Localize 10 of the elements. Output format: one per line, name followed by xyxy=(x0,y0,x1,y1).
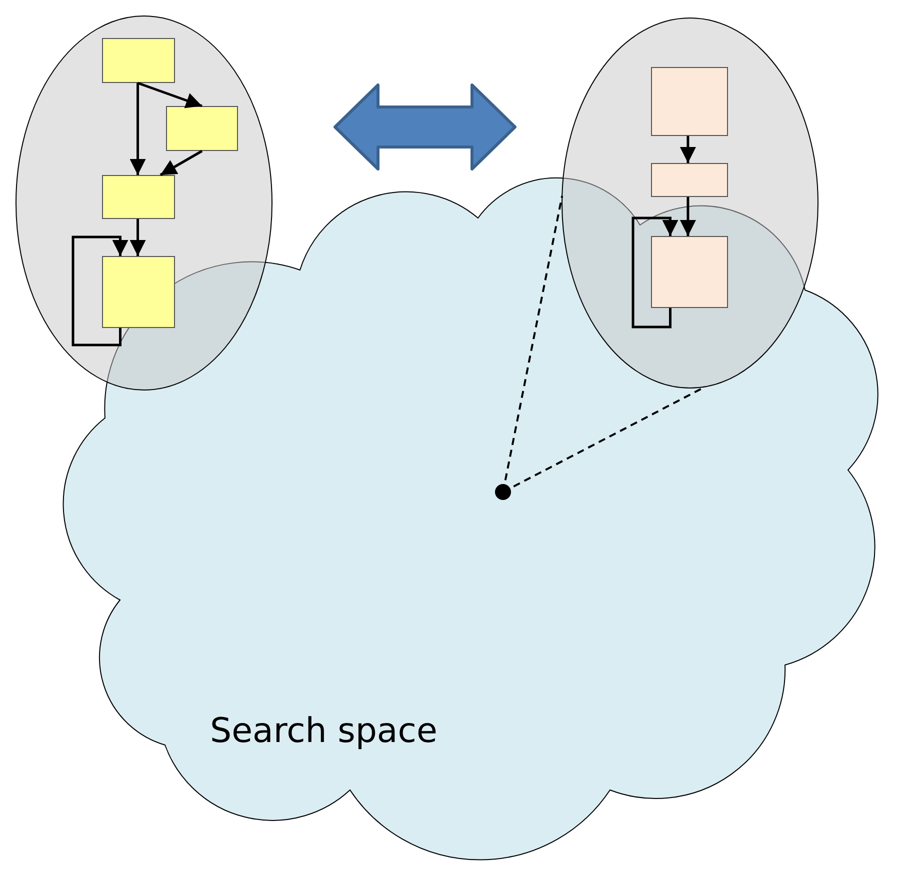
arrow xyxy=(680,136,696,163)
double-arrow xyxy=(334,84,516,170)
arrow xyxy=(680,197,696,236)
arrow xyxy=(137,82,202,108)
arrow xyxy=(130,219,146,256)
loop-arrow xyxy=(72,236,128,346)
arrow xyxy=(130,83,146,175)
arrow xyxy=(160,150,203,176)
region-label: Search space xyxy=(210,711,438,751)
loop-arrow xyxy=(632,216,678,328)
